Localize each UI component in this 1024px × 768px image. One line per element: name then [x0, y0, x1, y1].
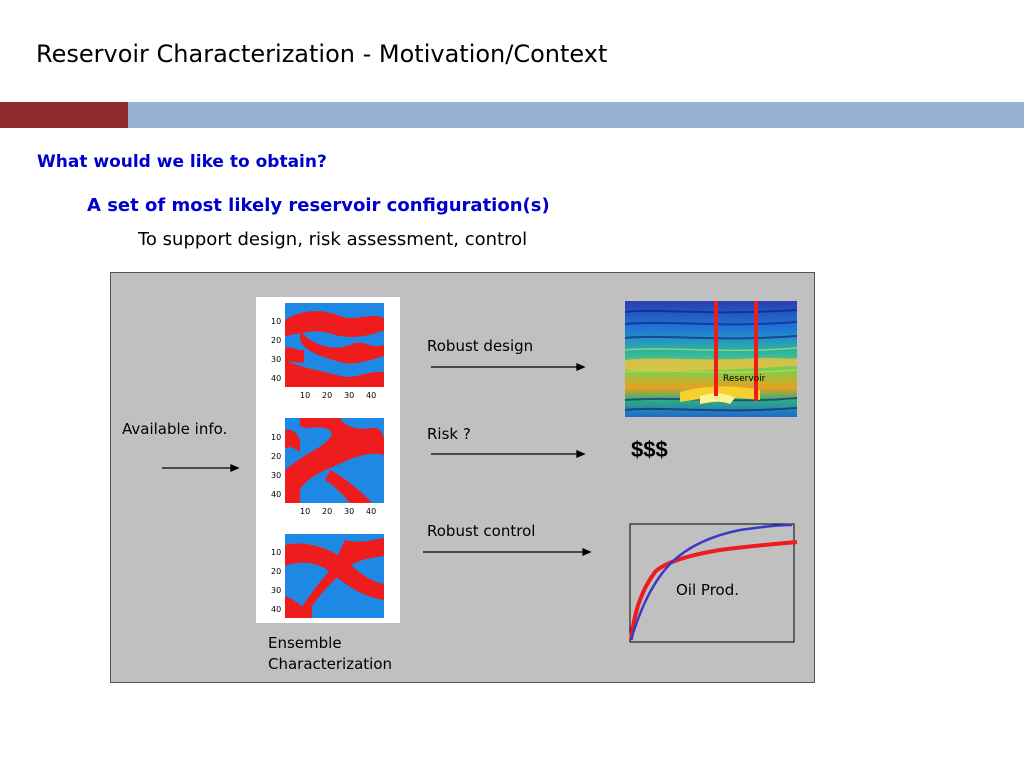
robust-design-label: Robust design	[427, 337, 534, 355]
seismic-image: Reservoir	[624, 301, 798, 417]
ensemble-label-line1: Ensemble	[268, 634, 342, 652]
map3-ytick-30: 30	[271, 586, 281, 595]
map2-xtick-30: 30	[344, 507, 354, 516]
available-info-label: Available info.	[122, 420, 228, 438]
production-curve-blue	[629, 523, 793, 641]
map1-ytick-20: 20	[271, 336, 281, 345]
oil-production-chart	[629, 523, 798, 643]
question-heading: What would we like to obtain?	[37, 152, 327, 172]
accent-bar-red	[0, 102, 128, 128]
map2-xtick-10: 10	[300, 507, 310, 516]
arrow-robust-design-head	[576, 363, 586, 371]
map2-ytick-10: 10	[271, 433, 281, 442]
map3-ytick-10: 10	[271, 548, 281, 557]
reservoir-map-1	[285, 303, 384, 387]
map1-ytick-40: 40	[271, 374, 281, 383]
robust-control-label: Robust control	[427, 522, 536, 540]
ensemble-label-line2: Characterization	[268, 655, 393, 673]
map2-ytick-20: 20	[271, 452, 281, 461]
map-axes: 10 20 30 40 10 20 30 40 10 20 30 40 10 2…	[271, 317, 376, 614]
map1-xtick-10: 10	[300, 391, 310, 400]
risk-label: Risk ?	[427, 425, 471, 443]
well-line-1	[714, 301, 718, 396]
map2-ytick-30: 30	[271, 471, 281, 480]
map3-ytick-20: 20	[271, 567, 281, 576]
map2-xtick-40: 40	[366, 507, 376, 516]
accent-bar-blue	[128, 102, 1024, 128]
map1-xtick-30: 30	[344, 391, 354, 400]
map1-ytick-30: 30	[271, 355, 281, 364]
production-curve-red	[629, 540, 798, 641]
reservoir-map-3	[285, 534, 384, 618]
arrows	[162, 363, 592, 556]
map2-xtick-20: 20	[322, 507, 332, 516]
map2-ytick-40: 40	[271, 490, 281, 499]
purpose-text: To support design, risk assessment, cont…	[138, 229, 528, 250]
map1-xtick-40: 40	[366, 391, 376, 400]
map3-ytick-40: 40	[271, 605, 281, 614]
seismic-reservoir-label: Reservoir	[723, 374, 766, 384]
money-label: $$$	[631, 437, 668, 462]
reservoir-map-2	[285, 418, 384, 503]
oil-prod-label: Oil Prod.	[676, 581, 739, 599]
arrow-robust-control-head	[582, 548, 592, 556]
slide-title: Reservoir Characterization - Motivation/…	[36, 40, 608, 68]
well-line-2	[754, 301, 758, 401]
map1-xtick-20: 20	[322, 391, 332, 400]
answer-subheading: A set of most likely reservoir configura…	[87, 195, 550, 216]
arrow-risk-head	[576, 450, 586, 458]
map1-ytick-10: 10	[271, 317, 281, 326]
arrow-available-info-head	[230, 464, 240, 472]
